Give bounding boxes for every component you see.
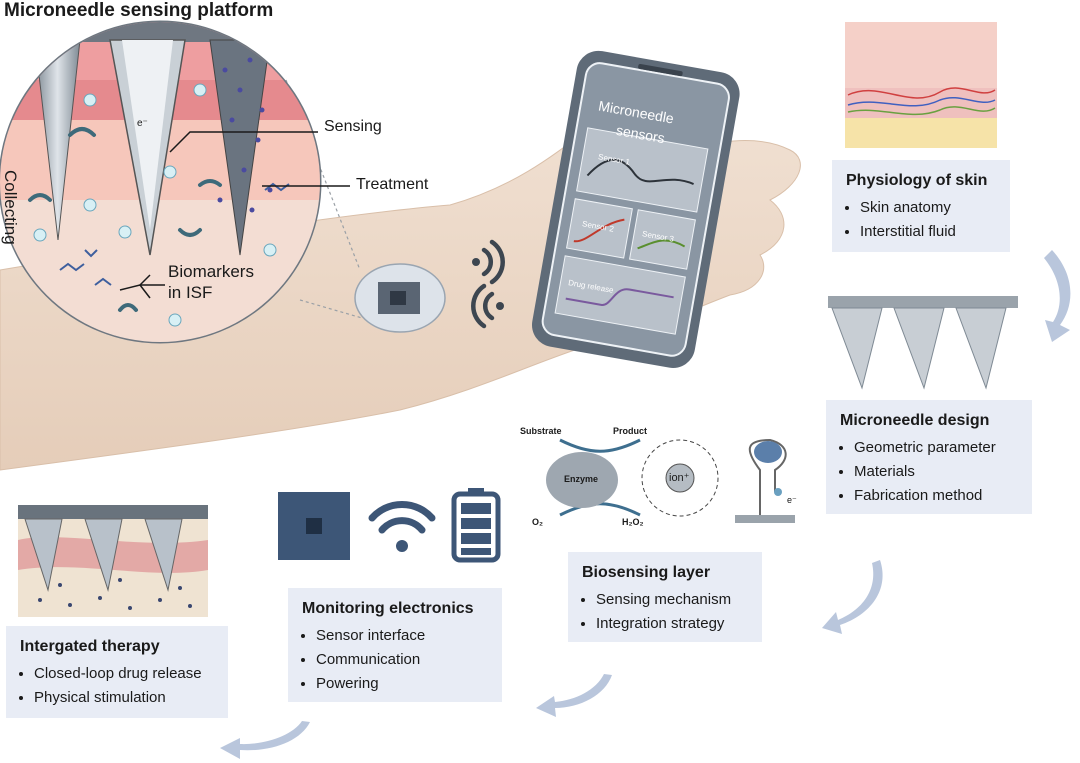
box-title: Physiology of skin bbox=[846, 172, 988, 189]
microneedle-array-illustration bbox=[828, 296, 1018, 390]
box-item: Integration strategy bbox=[596, 612, 748, 636]
electron-figure-label: e⁻ bbox=[787, 495, 797, 505]
chip-icon bbox=[278, 492, 350, 560]
box-item: Skin anatomy bbox=[860, 196, 996, 220]
collecting-label: Collecting bbox=[1, 170, 20, 245]
sensing-label: Sensing bbox=[324, 118, 382, 135]
biomarkers-label-line2: in ISF bbox=[168, 283, 213, 302]
microneedle-patch bbox=[354, 263, 446, 333]
box-title: Monitoring electronics bbox=[302, 600, 474, 617]
biosensing-illustration bbox=[546, 438, 795, 523]
therapy-illustration bbox=[18, 505, 208, 617]
box-item: Sensor interface bbox=[316, 624, 488, 648]
box-integrated-therapy: Intergated therapy Closed-loop drug rele… bbox=[6, 626, 228, 718]
enzyme-label: Enzyme bbox=[564, 474, 599, 484]
box-monitoring-electronics: Monitoring electronics Sensor interface … bbox=[288, 588, 502, 702]
phone-illustration bbox=[531, 50, 740, 368]
box-item: Geometric parameter bbox=[854, 436, 1018, 460]
h2o2-label: H₂O₂ bbox=[622, 517, 644, 527]
box-item: Physical stimulation bbox=[34, 686, 214, 710]
box-item: Interstitial fluid bbox=[860, 220, 996, 244]
box-title: Intergated therapy bbox=[20, 638, 160, 655]
box-biosensing-layer: Biosensing layer Sensing mechanism Integ… bbox=[568, 552, 762, 642]
substrate-label: Substrate bbox=[520, 426, 562, 436]
box-item: Closed-loop drug release bbox=[34, 662, 214, 686]
inset-pointers bbox=[119, 131, 350, 299]
skin-block-illustration bbox=[845, 22, 997, 148]
o2-label: O₂ bbox=[532, 517, 543, 527]
wireless-signal-icon bbox=[471, 239, 505, 329]
box-item: Fabrication method bbox=[854, 484, 1018, 508]
box-physiology-of-skin: Physiology of skin Skin anatomy Intersti… bbox=[832, 160, 1010, 252]
box-microneedle-design: Microneedle design Geometric parameter M… bbox=[826, 400, 1032, 514]
box-title: Biosensing layer bbox=[582, 564, 711, 581]
box-item: Materials bbox=[854, 460, 1018, 484]
box-item: Communication bbox=[316, 648, 488, 672]
box-item: Sensing mechanism bbox=[596, 588, 748, 612]
electron-label: e⁻ bbox=[137, 118, 148, 129]
box-item: Powering bbox=[316, 672, 488, 696]
biomarkers-label-line1: Biomarkers bbox=[168, 262, 254, 281]
flow-arrows bbox=[220, 250, 1071, 759]
product-label: Product bbox=[613, 426, 648, 436]
battery-icon bbox=[451, 488, 501, 563]
ion-label: ion⁺ bbox=[669, 472, 690, 484]
wifi-icon bbox=[368, 501, 436, 552]
zoom-lines bbox=[285, 79, 363, 319]
treatment-label: Treatment bbox=[356, 176, 429, 193]
box-title: Microneedle design bbox=[840, 412, 990, 429]
page-title: Microneedle sensing platform bbox=[4, 0, 274, 21]
